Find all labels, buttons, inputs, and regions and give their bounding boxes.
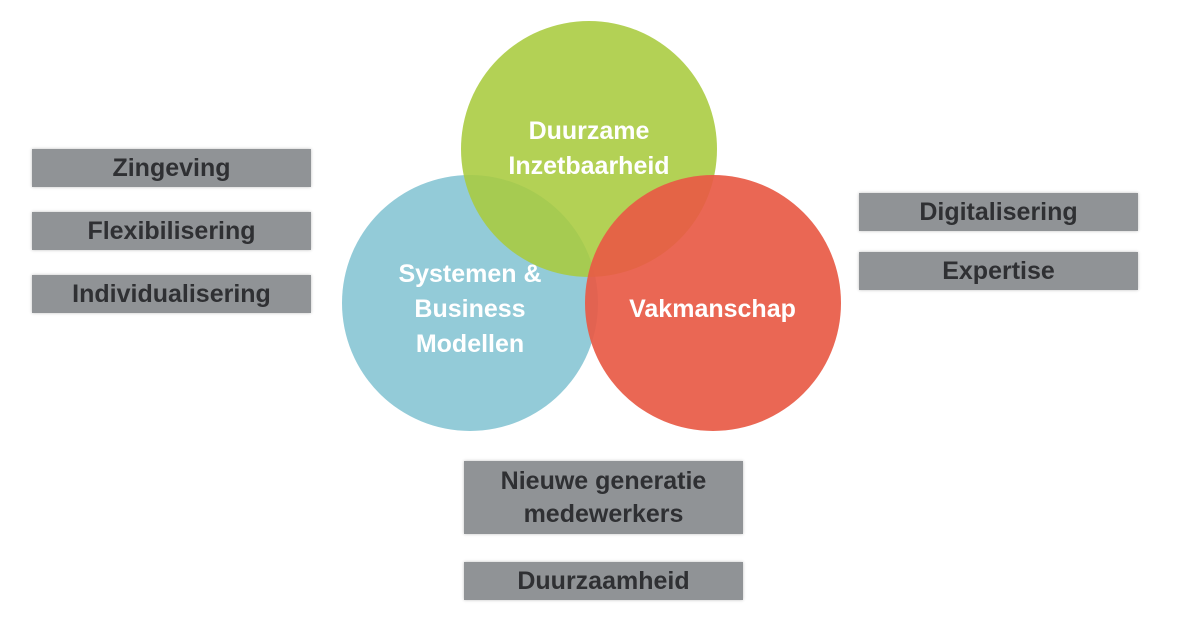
circle-label-systemen: Systemen & Business Modellen bbox=[355, 257, 585, 362]
circle-vakmanschap bbox=[585, 175, 841, 431]
box-zingeving: Zingeving bbox=[32, 149, 311, 187]
label-line: Nieuwe generatie bbox=[500, 466, 707, 495]
label-line: Duurzame bbox=[528, 117, 650, 145]
label-line: Modellen bbox=[415, 330, 525, 358]
box-expertise: Expertise bbox=[859, 252, 1138, 290]
box-flexibilisering: Flexibilisering bbox=[32, 212, 311, 250]
box-individualisering: Individualisering bbox=[32, 275, 311, 313]
box-nieuwe-generatie: Nieuwe generatie medewerkers bbox=[464, 461, 743, 534]
circle-label-duurzame: Duurzame Inzetbaarheid bbox=[489, 114, 689, 184]
box-digitalisering: Digitalisering bbox=[859, 193, 1138, 231]
label-line: Business bbox=[414, 295, 526, 323]
box-duurzaamheid: Duurzaamheid bbox=[464, 562, 743, 600]
circle-label-vakmanschap: Vakmanschap bbox=[629, 295, 796, 323]
label-line: Systemen & bbox=[398, 260, 542, 288]
label-line: Inzetbaarheid bbox=[508, 152, 670, 180]
label-line: medewerkers bbox=[523, 499, 684, 528]
